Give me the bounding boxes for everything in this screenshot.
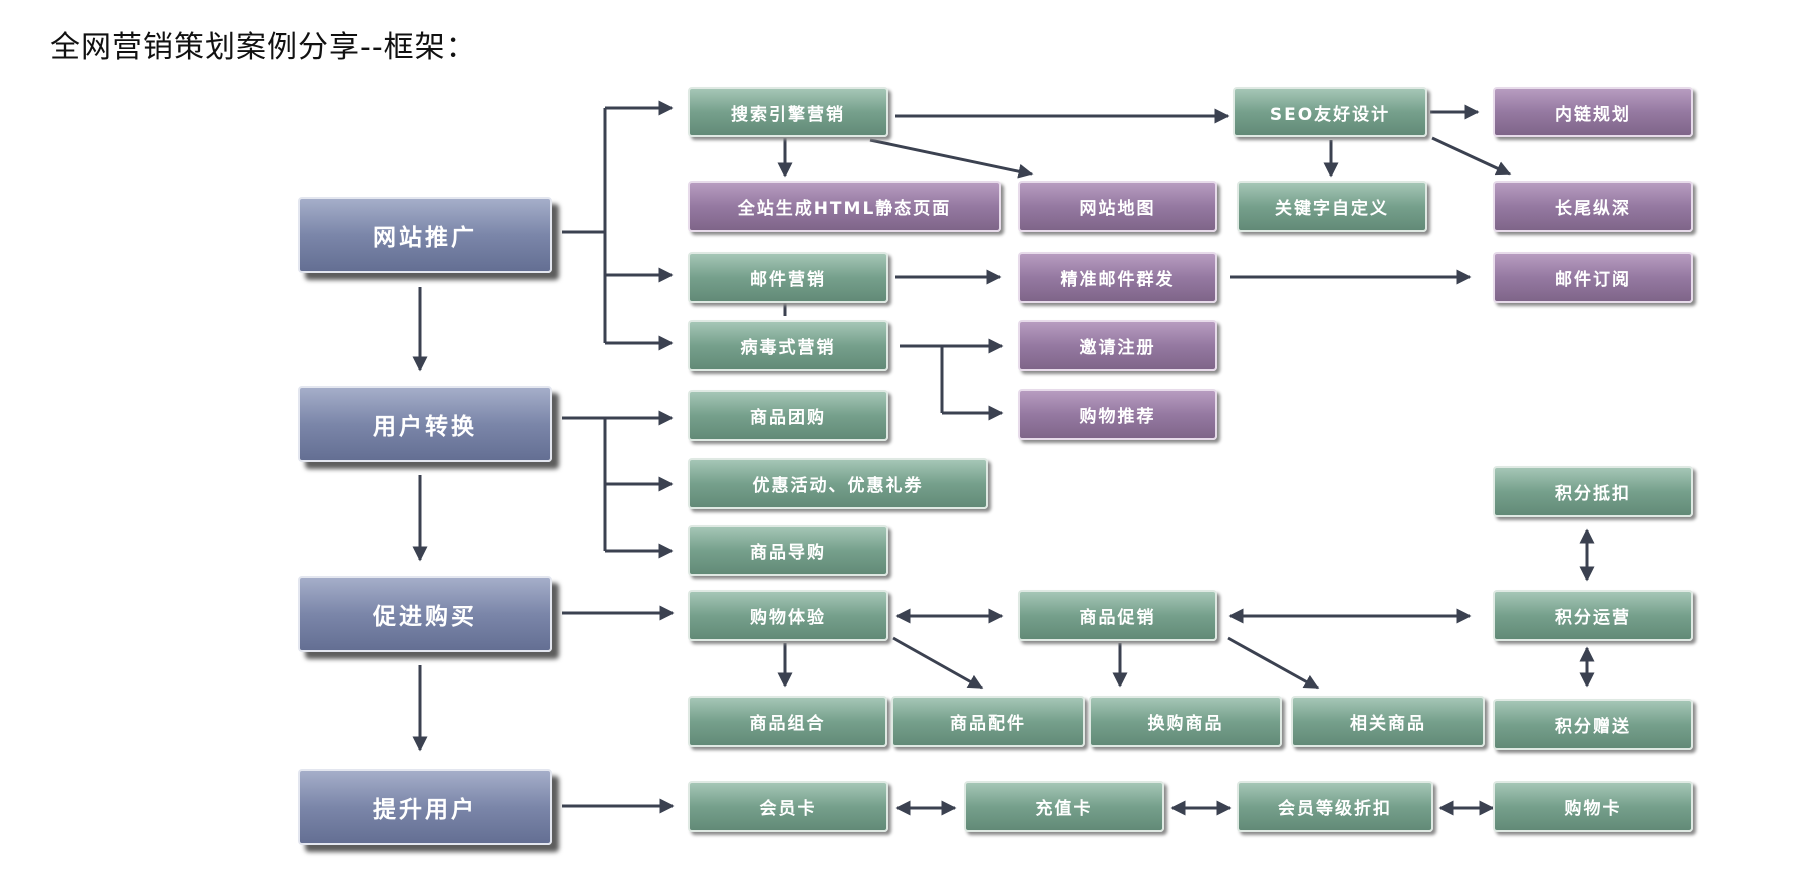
node-static-pages: 全站生成HTML静态页面: [688, 181, 1001, 232]
node-product-bundle: 商品组合: [688, 696, 887, 747]
node-member-card: 会员卡: [688, 781, 888, 832]
node-internal-links: 内链规划: [1493, 87, 1693, 137]
node-recharge-card: 充值卡: [964, 781, 1164, 832]
node-shopping-guide: 商品导购: [688, 525, 888, 576]
stage-website-promotion: 网站推广: [298, 197, 552, 273]
node-related-products: 相关商品: [1291, 696, 1485, 747]
node-group-buy: 商品团购: [688, 390, 888, 441]
node-search-marketing: 搜索引擎营销: [688, 87, 888, 137]
node-points-operation: 积分运营: [1493, 590, 1693, 641]
node-precise-email: 精准邮件群发: [1018, 252, 1217, 303]
node-shopping-card: 购物卡: [1493, 781, 1693, 832]
node-viral-marketing: 病毒式营销: [688, 320, 888, 371]
node-keyword-custom: 关键字自定义: [1237, 181, 1427, 232]
node-long-tail: 长尾纵深: [1493, 181, 1693, 232]
stage-upgrade-users: 提升用户: [298, 769, 552, 845]
node-email-subscription: 邮件订阅: [1493, 252, 1693, 303]
node-product-accessories: 商品配件: [891, 696, 1085, 747]
node-points-gift: 积分赠送: [1493, 699, 1693, 750]
node-shopping-experience: 购物体验: [688, 590, 888, 641]
node-points-deduction: 积分抵扣: [1493, 466, 1693, 517]
stage-user-conversion: 用户转换: [298, 386, 552, 462]
node-email-marketing: 邮件营销: [688, 252, 888, 303]
stage-promote-purchase: 促进购买: [298, 576, 552, 652]
arrow-to-product-accessories: [892, 636, 984, 690]
node-sitemap: 网站地图: [1018, 181, 1217, 232]
node-member-level-discount: 会员等级折扣: [1237, 781, 1433, 832]
node-discounts: 优惠活动、优惠礼券: [688, 458, 988, 509]
node-shopping-recommend: 购物推荐: [1018, 389, 1217, 440]
node-trade-in: 换购商品: [1089, 696, 1282, 747]
page-title: 全网营销策划案例分享--框架：: [50, 30, 477, 65]
arrow-to-related-products: [1227, 636, 1320, 690]
node-product-promotion: 商品促销: [1018, 590, 1217, 641]
node-seo-design: SEO友好设计: [1233, 87, 1427, 137]
arrow-to-long-tail: [1431, 136, 1512, 176]
node-invite-register: 邀请注册: [1018, 320, 1217, 371]
arrow-to-sitemap: [869, 138, 1034, 179]
